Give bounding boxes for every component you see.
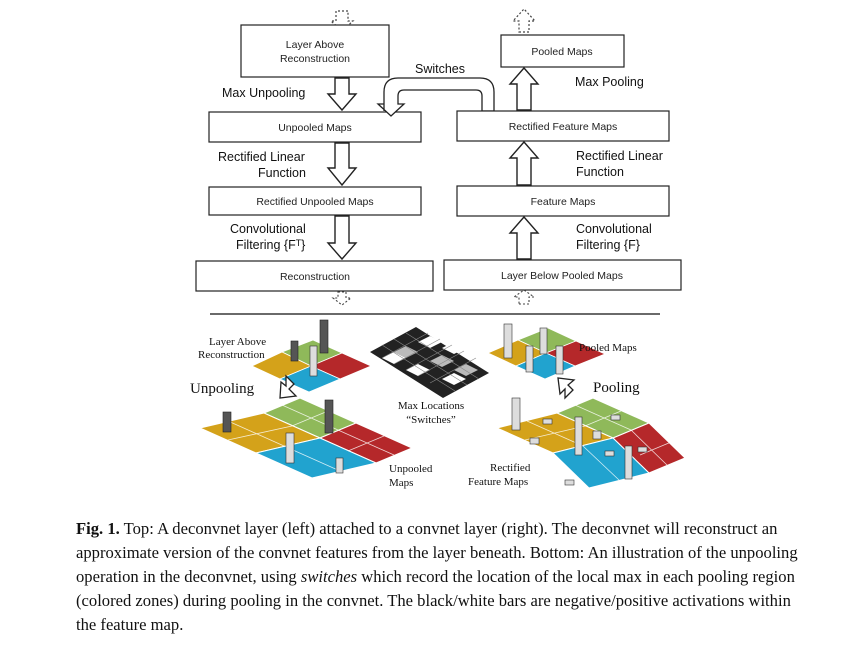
caption-text-1: Top: A deconvnet layer (left) attached t… bbox=[76, 519, 798, 586]
arrow-down-conv-left bbox=[326, 215, 358, 261]
small-map-right bbox=[487, 323, 607, 380]
op-rect-right-2: Function bbox=[576, 165, 624, 179]
label-layer-above-1: Layer Above bbox=[209, 336, 266, 348]
arrow-pooling bbox=[557, 377, 576, 400]
label-unpooling: Unpooling bbox=[190, 381, 255, 397]
box-layer-above-line1: Layer Above bbox=[286, 39, 345, 51]
label-pooling: Pooling bbox=[593, 380, 640, 396]
op-conv-left-2: Filtering {Fᵀ} bbox=[236, 238, 305, 252]
arrow-up-conv-right bbox=[508, 215, 540, 260]
label-max-locations: Max Locations bbox=[398, 400, 464, 412]
box-rectified-unpooled-label: Rectified Unpooled Maps bbox=[256, 196, 373, 208]
op-switches: Switches bbox=[415, 62, 465, 76]
op-rect-left-2: Function bbox=[258, 166, 306, 180]
dashed-arrow-bottom-right bbox=[512, 289, 536, 305]
label-unpooled-1: Unpooled bbox=[389, 463, 433, 475]
dashed-arrow-top-right bbox=[511, 8, 537, 33]
box-layer-below: Layer Below Pooled Maps bbox=[443, 259, 682, 291]
op-max-unpooling: Max Unpooling bbox=[222, 86, 305, 100]
small-map-left bbox=[251, 319, 373, 393]
caption-text-2: which record the location of the local m… bbox=[76, 567, 795, 634]
caption-emphasis: switches bbox=[300, 567, 358, 586]
label-pooled-maps: Pooled Maps bbox=[579, 342, 637, 354]
switches-grid bbox=[370, 327, 489, 398]
switches-connector bbox=[376, 77, 495, 117]
label-rectified-2: Feature Maps bbox=[468, 476, 528, 488]
label-unpooled-2: Maps bbox=[389, 477, 413, 489]
op-rect-left-1: Rectified Linear bbox=[218, 150, 305, 164]
dashed-arrow-top-left bbox=[329, 10, 355, 32]
label-layer-above-2: Reconstruction bbox=[198, 349, 265, 361]
box-pooled-maps-label: Pooled Maps bbox=[531, 46, 592, 58]
large-map-rectified bbox=[495, 397, 686, 489]
box-rectified-feature: Rectified Feature Maps bbox=[456, 110, 670, 142]
arrow-up-max-pooling bbox=[508, 66, 540, 111]
box-pooled-maps: Pooled Maps bbox=[500, 34, 625, 68]
caption-label: Fig. 1. bbox=[76, 519, 120, 538]
arrow-unpooling bbox=[279, 374, 298, 399]
box-rectified-feature-label: Rectified Feature Maps bbox=[509, 121, 618, 133]
box-unpooled-maps: Unpooled Maps bbox=[208, 111, 422, 143]
label-rectified-1: Rectified bbox=[490, 462, 531, 474]
box-layer-below-label: Layer Below Pooled Maps bbox=[501, 270, 623, 282]
op-max-pooling: Max Pooling bbox=[575, 75, 644, 89]
box-layer-above: Layer Above Reconstruction bbox=[240, 24, 390, 78]
op-conv-right-2: Filtering {F} bbox=[576, 238, 640, 252]
op-conv-left-1: Convolutional bbox=[230, 222, 306, 236]
box-layer-above-line2: Reconstruction bbox=[280, 53, 350, 65]
arrow-down-max-unpooling bbox=[326, 77, 358, 112]
box-feature-maps: Feature Maps bbox=[456, 185, 670, 217]
large-map-unpooled bbox=[198, 397, 414, 479]
label-switches: “Switches” bbox=[406, 414, 456, 426]
op-rect-right-1: Rectified Linear bbox=[576, 149, 663, 163]
box-reconstruction-label: Reconstruction bbox=[280, 271, 350, 283]
op-conv-right-1: Convolutional bbox=[576, 222, 652, 236]
figure-caption: Fig. 1. Top: A deconvnet layer (left) at… bbox=[76, 517, 806, 637]
box-unpooled-maps-label: Unpooled Maps bbox=[278, 122, 352, 134]
box-feature-maps-label: Feature Maps bbox=[531, 196, 596, 208]
box-rectified-unpooled: Rectified Unpooled Maps bbox=[208, 186, 422, 216]
arrow-down-rectified-left bbox=[326, 142, 358, 187]
arrow-up-rectified-right bbox=[508, 140, 540, 186]
dashed-arrow-bottom-left bbox=[331, 291, 353, 306]
box-reconstruction: Reconstruction bbox=[195, 260, 434, 292]
